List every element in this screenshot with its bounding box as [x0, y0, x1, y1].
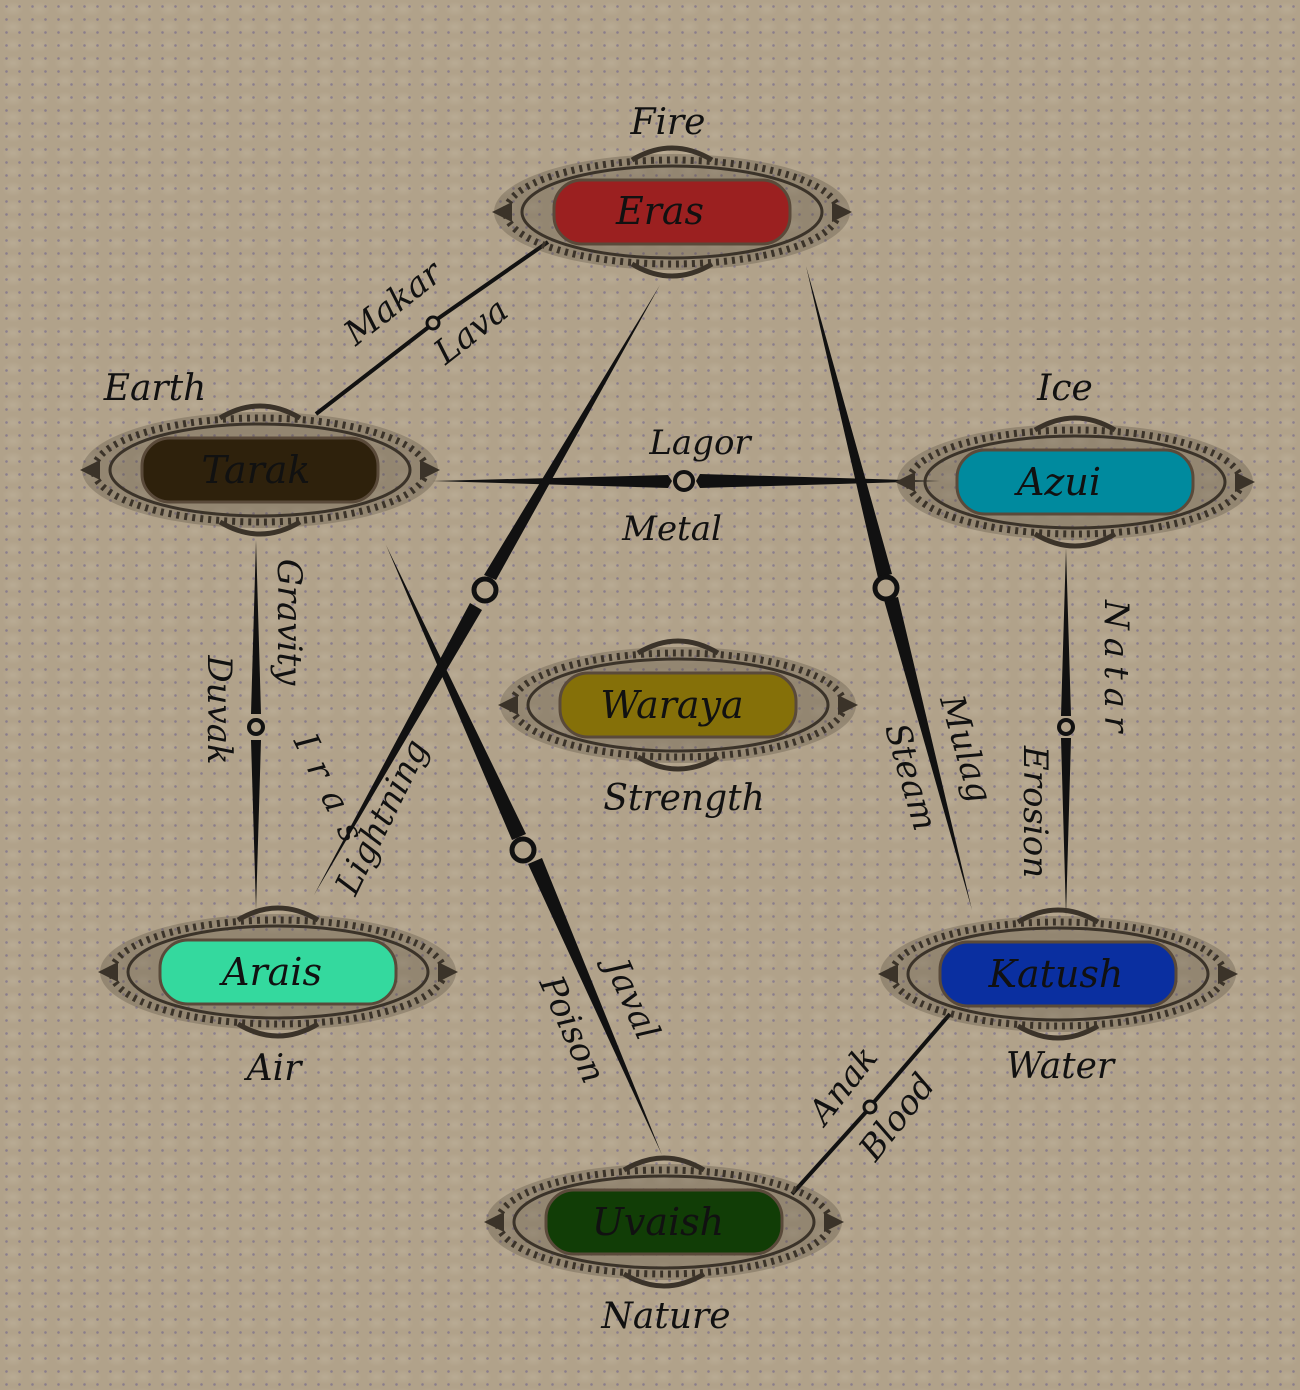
element-label-fire: Fire	[629, 102, 705, 143]
node-eras[interactable]: Eras	[492, 145, 852, 279]
link-label-metal: Metal	[621, 509, 722, 549]
connector-azui-katush	[1057, 548, 1075, 916]
node-plate	[955, 448, 1195, 516]
element-label-strength: Strength	[603, 778, 765, 819]
node-plate	[140, 436, 380, 504]
node-waraya[interactable]: Waraya	[498, 638, 858, 772]
connector-eras-katush	[806, 266, 972, 910]
connector-katush-uvaish	[790, 1012, 952, 1196]
link-label-lagor: Lagor	[648, 423, 752, 463]
link-label-erosion: Erosion	[1015, 745, 1055, 878]
connector-eras-tarak	[314, 240, 550, 416]
link-label-natar: Natar	[1096, 599, 1136, 740]
node-azui[interactable]: Azui	[895, 415, 1255, 549]
element-label-nature: Nature	[600, 1296, 730, 1337]
node-name: Waraya	[600, 683, 743, 727]
node-name: Tarak	[202, 448, 311, 492]
connector-tarak-arais	[247, 540, 265, 910]
connector-tarak-uvaish	[386, 545, 662, 1155]
node-name: Azui	[1014, 460, 1101, 504]
node-uvaish[interactable]: Uvaish	[484, 1155, 844, 1289]
element-label-air: Air	[244, 1048, 304, 1089]
link-label-gravity: Gravity	[269, 559, 309, 686]
node-name: Katush	[988, 952, 1124, 996]
element-label-earth: Earth	[103, 368, 207, 409]
node-plate	[558, 671, 798, 739]
link-label-duvak: Duvak	[199, 654, 239, 764]
connector-tarak-azui	[432, 470, 940, 492]
node-name: Arais	[219, 950, 322, 994]
node-name: Eras	[615, 189, 704, 233]
node-katush[interactable]: Katush	[878, 907, 1238, 1041]
node-tarak[interactable]: Tarak	[80, 403, 440, 537]
node-plate	[938, 940, 1178, 1008]
element-label-water: Water	[1006, 1046, 1116, 1087]
link-label-lava: Lava	[426, 290, 516, 373]
connectors	[247, 240, 1075, 1196]
node-arais[interactable]: Arais	[98, 905, 458, 1039]
link-label-poison: Poison	[530, 969, 613, 1089]
node-plate	[544, 1188, 784, 1256]
node-name: Uvaish	[592, 1200, 724, 1244]
element-label-ice: Ice	[1036, 368, 1093, 409]
node-plate	[552, 178, 792, 246]
connector-eras-arais	[314, 285, 660, 895]
node-plate	[158, 938, 398, 1006]
